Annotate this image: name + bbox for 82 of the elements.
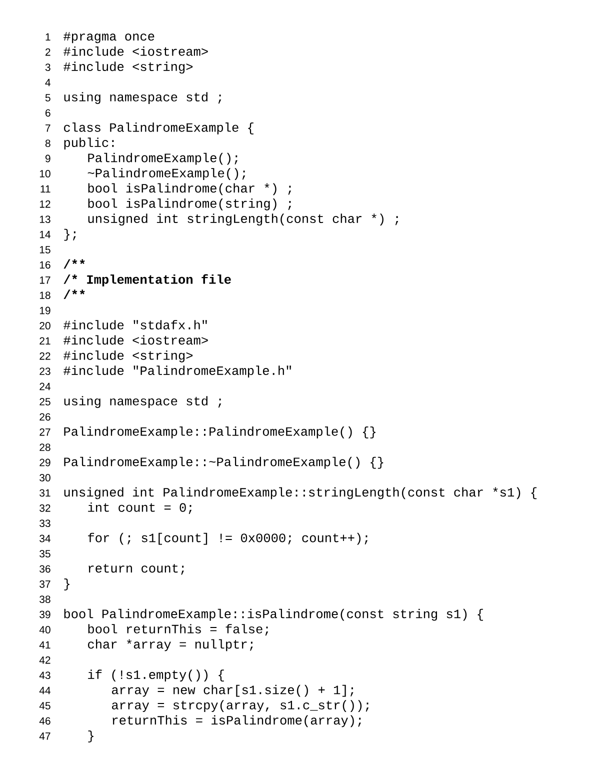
code-line: } (64, 578, 70, 590)
line-number: 18 (40, 292, 50, 300)
line-number: 38 (40, 596, 50, 603)
line-number: 7 (46, 124, 50, 132)
code-line: }; (64, 228, 76, 241)
code-line: bool isPalindrome(char *) ; (88, 183, 292, 196)
line-number: 25 (40, 398, 50, 406)
line-number: 1 (46, 33, 50, 40)
line-number: 42 (39, 656, 50, 664)
line-number: 15 (40, 246, 50, 254)
line-number: 26 (40, 413, 50, 421)
code-line: /** (64, 259, 85, 269)
line-number: 17 (40, 276, 50, 284)
line-number: 41 (39, 641, 50, 648)
code-line: #include <iostream> (64, 46, 208, 56)
code-line: return count; (88, 564, 184, 575)
code-line: #include <string> (64, 62, 193, 74)
line-number: 23 (40, 368, 50, 376)
line-number: 30 (40, 474, 50, 482)
code-line: } (88, 730, 94, 742)
line-number: 6 (46, 109, 50, 117)
code-line: using namespace std ; (64, 92, 222, 104)
line-number: 12 (40, 200, 50, 208)
code-line: using namespace std ; (64, 396, 222, 408)
line-number: 10 (40, 170, 50, 178)
line-number: 5 (45, 94, 50, 102)
line-number: 24 (40, 382, 50, 390)
code-line: #include <iostream> (64, 335, 208, 345)
code-line: #include <string> (64, 350, 193, 362)
line-number: 37 (40, 580, 50, 588)
code-line: unsigned int stringLength(const char *) ; (88, 214, 398, 226)
code-line: bool PalindromeExample::isPalindrome(const string s1) { (64, 608, 483, 621)
line-number: 43 (39, 672, 50, 679)
line-number: 22 (40, 352, 50, 360)
line-number: 14 (40, 230, 50, 238)
code-line: int count = 0; (88, 502, 192, 514)
code-line: PalindromeExample::~PalindromeExample() {} (64, 456, 384, 469)
code-line: unsigned int PalindromeExample::stringLength(const char *s1) { (64, 487, 537, 500)
code-line: bool returnThis = false; (88, 624, 268, 636)
line-number: 29 (40, 458, 50, 466)
line-number: 28 (40, 444, 50, 452)
line-number: 20 (40, 322, 50, 330)
line-number: 21 (40, 337, 50, 344)
line-number: 36 (40, 565, 50, 573)
line-number: 34 (40, 534, 50, 542)
code-line: char *array = nullptr; (88, 639, 253, 652)
code-line: public: (64, 138, 114, 150)
line-number: 39 (40, 610, 50, 618)
line-number: 11 (40, 185, 50, 192)
code-line: bool isPalindrome(string) ; (88, 198, 292, 210)
code-line: /** (64, 290, 85, 300)
code-line: #include "stdafx.h" (64, 320, 207, 330)
line-number: 3 (45, 64, 50, 72)
code-line: if (!s1.empty()) { (88, 670, 224, 682)
line-number: 44 (39, 686, 50, 694)
line-number: 19 (40, 306, 50, 314)
code-line: ~PalindromeExample(); (88, 168, 246, 180)
code-line: array = strcpy(array, s1.c_str()); (112, 700, 369, 712)
line-number: 16 (40, 261, 50, 269)
line-number: 13 (40, 216, 50, 224)
line-number: 9 (45, 154, 50, 162)
code-line: for (; s1[count] != 0x0000; count++); (88, 532, 368, 545)
line-number: 40 (39, 626, 50, 634)
code-line: class PalindromeExample { (64, 122, 254, 134)
line-number: 33 (40, 520, 50, 528)
line-number: 2 (46, 48, 50, 56)
line-number: 47 (39, 732, 50, 740)
code-line: /* Implementation file (64, 274, 231, 286)
code-line: PalindromeExample(); (88, 152, 238, 165)
line-number: 8 (45, 140, 50, 148)
code-line: array = new char[s1.size() + 1]; (112, 684, 354, 697)
code-line: #include "PalindromeExample.h" (64, 366, 291, 378)
code-line: PalindromeExample::PalindromeExample() {} (64, 426, 376, 438)
line-number: 32 (40, 504, 50, 512)
line-number: 46 (39, 717, 50, 725)
line-number: 4 (45, 78, 50, 86)
line-number: 27 (40, 428, 50, 436)
line-number: 31 (40, 489, 50, 497)
line-number: 35 (40, 550, 50, 558)
line-number: 45 (39, 702, 50, 710)
code-line: returnThis = isPalindrome(array); (112, 715, 361, 728)
code-line: #pragma once (64, 32, 154, 44)
